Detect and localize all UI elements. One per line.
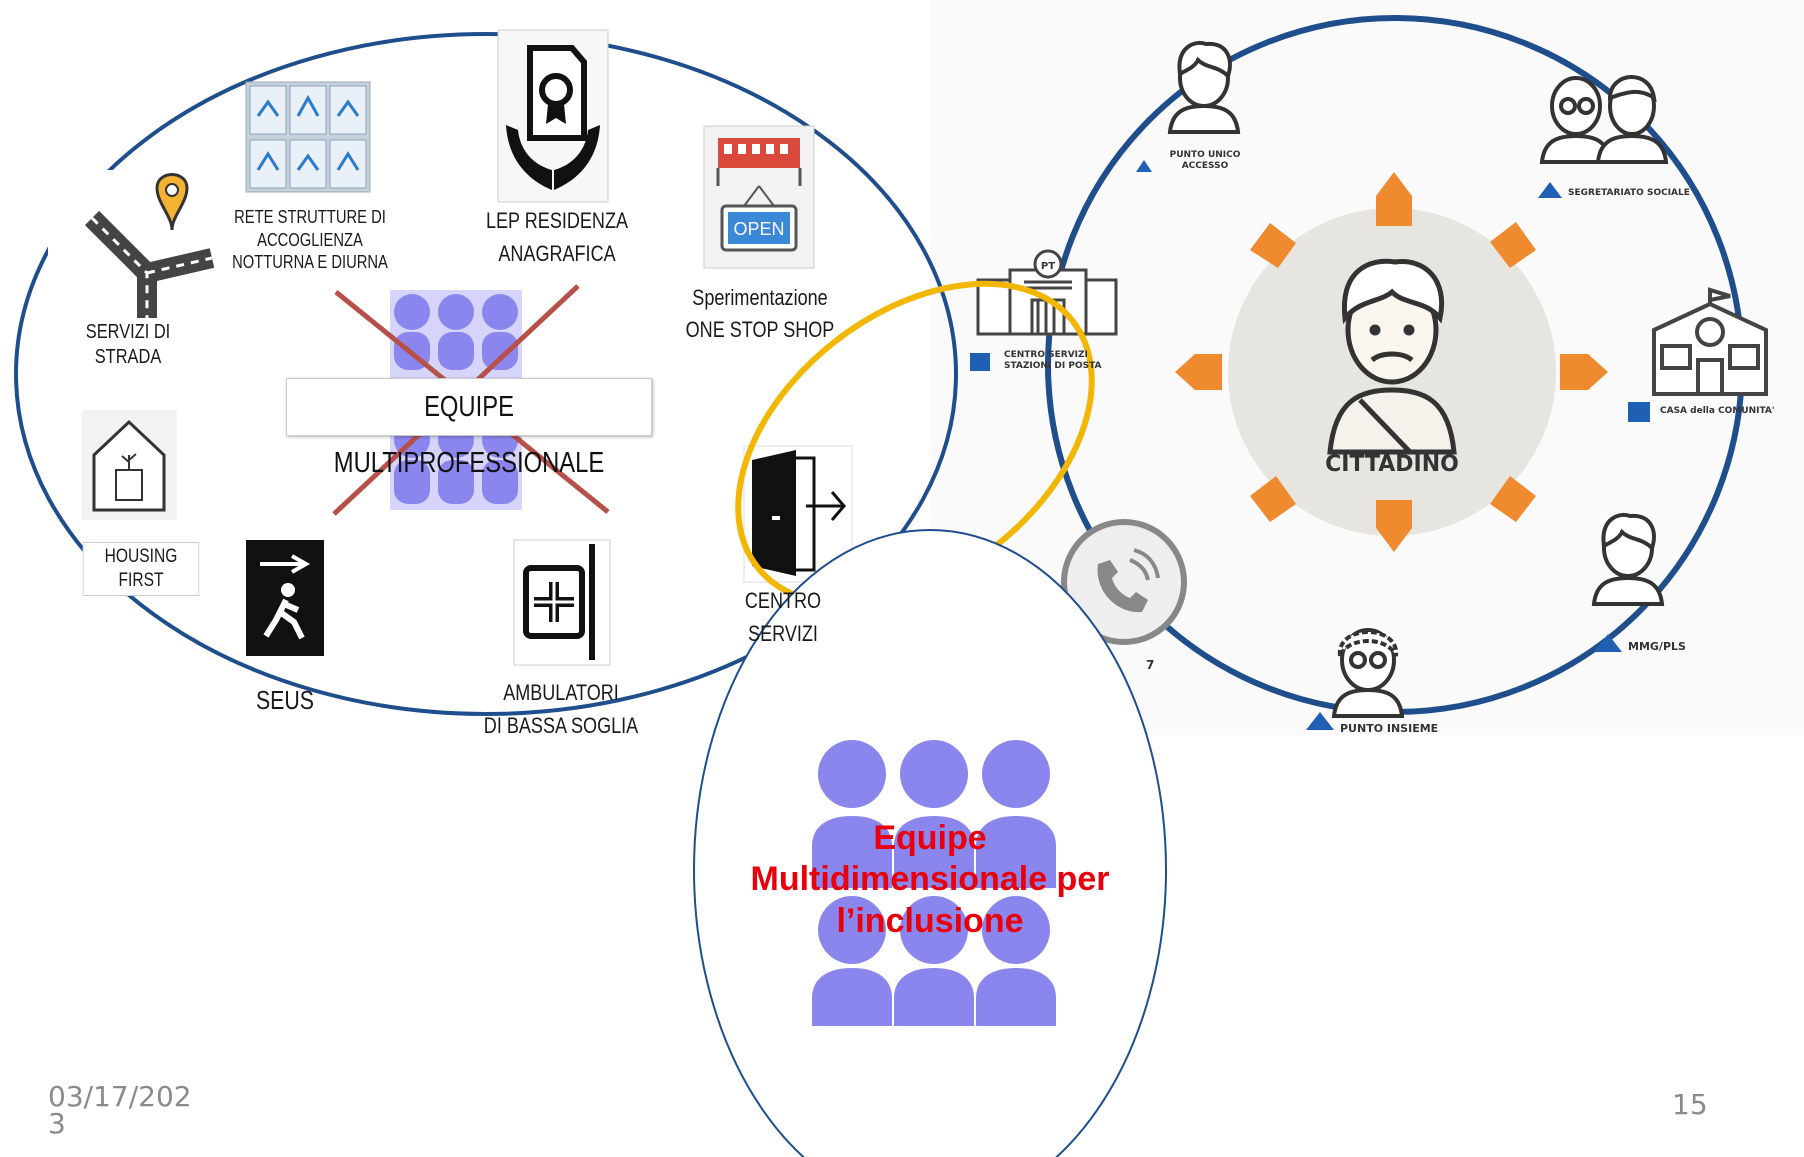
punto-unico-label: PUNTO UNICO ACCESSO — [1169, 150, 1241, 171]
equipe-multidimensionale-title: Equipe Multidimensionale per l’inclusion… — [750, 819, 1110, 940]
marker-casa — [1628, 402, 1650, 422]
open-sign-text: OPEN — [733, 219, 784, 239]
arrow-w — [1175, 354, 1222, 390]
cittadino-person-icon — [1327, 258, 1457, 455]
equipe-multiprofessionale-label: EQUIPE MULTIPROFESSIONALE — [333, 391, 605, 479]
arrow-n — [1376, 172, 1412, 226]
footer-date: 03/17/202 3 — [48, 1080, 192, 1140]
cittadino-label: CITTADINO — [1325, 452, 1459, 477]
school-clock-icon — [1652, 287, 1768, 396]
rete-strutture-label: RETE STRUTTURE DI ACCOGLIENZA NOTTURNA E… — [232, 207, 388, 272]
pt-badge-text: PT — [1041, 261, 1055, 272]
marker-punto-unico — [1136, 160, 1152, 172]
servizi-strada-label: SERVIZI DI STRADA — [85, 321, 171, 368]
footer-page-number: 15 — [1672, 1088, 1708, 1121]
blue-markers — [970, 160, 1650, 730]
person-icon — [1331, 628, 1405, 718]
phone-icon — [1061, 519, 1187, 645]
exit-running-icon — [246, 540, 324, 656]
road-pin-icon — [84, 173, 215, 318]
street-panel — [48, 170, 218, 476]
arrow-s — [1376, 500, 1412, 552]
hands-gear-icon — [497, 29, 609, 203]
marker-punto-insieme — [1306, 712, 1334, 730]
centro-posta-label: CENTRO SERVIZI STAZIONI DI POSTA — [1004, 350, 1102, 371]
seus-label: SEUS — [255, 685, 315, 715]
marker-centro-posta — [970, 353, 990, 371]
tiles-icon — [245, 81, 371, 193]
marker-segretariato — [1538, 182, 1562, 198]
post-office-icon — [976, 249, 1118, 336]
storefront-open-icon: OPEN — [703, 125, 815, 269]
mmg-pls-label: MMG/PLS — [1628, 640, 1686, 653]
person-icon — [1591, 512, 1665, 606]
centro-servizi-label: CENTRO SERVIZI — [744, 588, 822, 646]
phone-fragment-label: 7 — [1146, 658, 1155, 672]
arrow-nw — [1250, 223, 1296, 268]
casa-comunita-label: CASA della COMUNITA' — [1660, 406, 1775, 416]
ambulatori-label: AMBULATORI DI BASSA SOGLIA — [483, 680, 639, 738]
medical-sign-icon — [513, 539, 611, 666]
segretariato-label: SEGRETARIATO SOCIALE — [1568, 188, 1690, 198]
person-icon — [1539, 75, 1669, 164]
person-icon — [1167, 40, 1241, 134]
marker-mmg — [1594, 634, 1622, 652]
punto-insieme-label: PUNTO INSIEME — [1340, 722, 1439, 735]
house-plant-icon — [82, 410, 177, 520]
equipe-multiprofessionale-box: EQUIPE MULTIPROFESSIONALE — [286, 378, 652, 479]
arrow-e — [1560, 354, 1608, 390]
arrow-ne — [1490, 222, 1536, 268]
one-stop-shop-label: Sperimentazione ONE STOP SHOP — [685, 285, 835, 342]
door-exit-icon — [743, 445, 853, 583]
housing-first-label: HOUSING FIRST — [82, 542, 200, 596]
people-group-icon — [812, 740, 1056, 1026]
services-ellipse — [14, 32, 958, 716]
arrow-se — [1490, 476, 1536, 522]
orange-arrows — [1175, 172, 1608, 552]
lep-residenza-label: LEP RESIDENZA ANAGRAFICA — [485, 208, 629, 266]
arrow-sw — [1250, 476, 1296, 522]
